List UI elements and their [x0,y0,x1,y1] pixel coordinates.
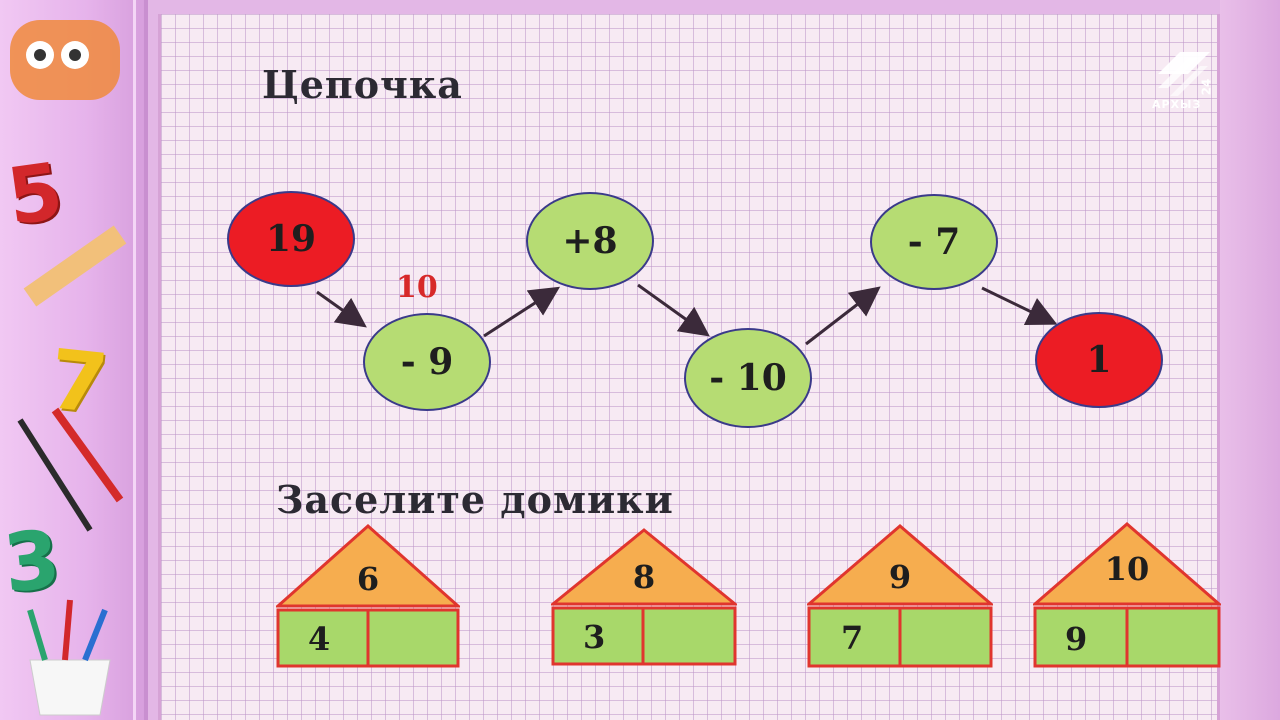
arrow-3 [637,283,710,337]
number-house: 6 4 [276,524,460,670]
house-roof-number: 10 [1104,550,1150,588]
channel-logo-text: АРХЫЗ [1152,98,1202,111]
owl-pupil-right [69,49,81,61]
house-left-cell: 7 [841,619,864,657]
house-roof-number: 9 [888,558,912,596]
number-house: 8 3 [551,528,737,666]
arrow-2 [483,286,561,338]
house-left-cell: 3 [583,618,606,656]
house-left-cell: 9 [1065,620,1088,658]
chain-node-start: 19 [227,191,355,287]
pencil-icon [51,407,124,503]
pencil-cup-icon [29,659,111,716]
arrow-1 [316,290,367,328]
channel-logo-icon [1158,52,1210,96]
number-house: 10 9 [1033,522,1221,668]
chain-node-plus-8: +8 [526,192,654,290]
houses-heading: Заселите домики [276,477,674,522]
chain-node-minus-7: - 7 [870,194,998,290]
sidebar-divider [133,0,136,720]
ruler-icon [23,225,127,307]
owl-pupil-left [34,49,46,61]
house-shape [551,528,737,666]
channel-logo-number: 24 [1199,78,1214,96]
chain-node-minus-9: - 9 [363,313,491,411]
house-roof-number: 8 [632,558,656,596]
chain-node-end: 1 [1035,312,1163,408]
house-shape [807,524,993,668]
arrow-4 [805,286,881,346]
chain-note: 10 [396,270,438,305]
number-house: 9 7 [807,524,993,668]
chain-node-minus-10: - 10 [684,328,812,428]
right-border [1220,0,1280,720]
house-left-cell: 4 [308,620,331,658]
compass-icon [17,418,93,532]
house-shape [1033,522,1221,668]
chain-heading: Цепочка [262,62,463,107]
house-shape [276,524,460,668]
decorative-sidebar: 5 7 3 [0,0,148,720]
house-roof-number: 6 [356,560,380,598]
stationery-illustration [10,20,127,716]
arrow-5 [981,286,1058,326]
